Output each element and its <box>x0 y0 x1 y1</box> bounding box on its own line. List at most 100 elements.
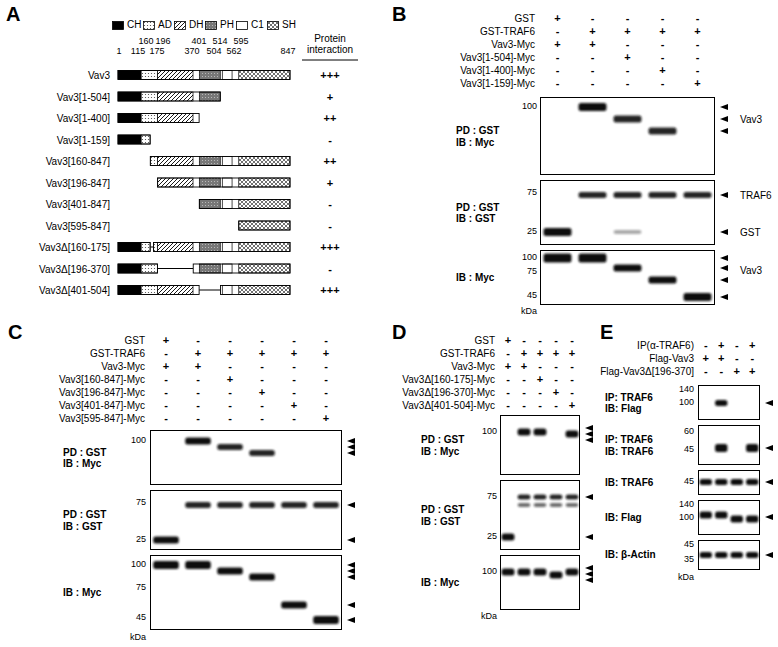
lane-sign: - <box>292 412 296 424</box>
domain-block <box>239 286 290 295</box>
interaction-score: + <box>327 90 333 102</box>
interaction-score: +++ <box>320 284 339 296</box>
band-arrowhead <box>347 568 355 574</box>
lane-sign: - <box>228 386 232 398</box>
band-arrowhead <box>720 265 728 271</box>
protein-band <box>700 512 712 519</box>
blot-panel: PD : GST IB : Myc <box>540 97 715 175</box>
lane-sign: + <box>259 386 265 398</box>
blot-background <box>150 430 342 485</box>
band-arrowhead <box>720 229 728 235</box>
lane-sign: - <box>164 373 168 385</box>
protein-outline <box>199 200 290 209</box>
blot-panel: IB: β-Actin <box>698 540 760 570</box>
protein-band <box>715 512 727 519</box>
protein-band <box>534 569 547 576</box>
illustration-layer <box>118 60 773 630</box>
row-name: Vav3[1-504]-Myc <box>460 52 535 63</box>
lane-sign: + <box>521 347 527 359</box>
residue-number: 595 <box>233 37 248 47</box>
construct-name: Vav3[401-847] <box>46 199 110 210</box>
lane-sign: - <box>591 51 595 63</box>
lane-sign: - <box>228 360 232 372</box>
mw-marker: 75 <box>527 267 537 277</box>
lane-sign: + <box>569 399 575 411</box>
blot-label: PD : GST IB : GST <box>421 504 471 527</box>
mw-marker: 100 <box>679 513 694 523</box>
residue-number: 1 <box>116 47 121 57</box>
band-arrowhead <box>347 450 355 456</box>
construct-name: Vav3[160-847] <box>46 156 110 167</box>
blot-label: IB : Myc <box>421 577 471 589</box>
protein-band <box>534 429 547 436</box>
deletion-line <box>157 268 193 269</box>
residue-number: 196 <box>155 37 170 47</box>
lane-sign: - <box>506 373 510 385</box>
interaction-score: - <box>328 262 332 274</box>
band-arrowhead <box>347 502 355 508</box>
band-arrowhead <box>765 445 773 451</box>
protein-outline <box>118 71 290 80</box>
interaction-score: ++ <box>324 112 337 124</box>
row-name: GST <box>474 335 495 346</box>
domain-block <box>150 157 157 166</box>
domain-block <box>118 92 141 101</box>
lane-sign: + <box>624 51 630 63</box>
legend-item: DH <box>174 20 203 30</box>
domain-block <box>199 71 220 80</box>
domain-block <box>222 200 232 209</box>
blot-panel: PD : GST IB : GST <box>540 180 715 245</box>
protein-band <box>579 254 607 263</box>
blot-background <box>540 97 715 175</box>
protein-band <box>746 444 758 452</box>
domain-block <box>239 264 290 273</box>
domain-block <box>118 71 141 80</box>
domain-block <box>222 243 232 252</box>
lane-sign: + <box>718 352 724 364</box>
mw-marker: 45 <box>684 477 694 487</box>
mw-marker: 100 <box>679 398 694 408</box>
protein-band <box>649 192 677 198</box>
blot-background <box>698 540 760 570</box>
construct-name: Vav3 <box>88 70 110 81</box>
protein-band <box>614 230 642 234</box>
lane-sign: - <box>260 373 264 385</box>
protein-band <box>249 502 275 508</box>
protein-band <box>649 128 677 135</box>
band-arrowhead <box>720 255 728 261</box>
residue-number: 160 <box>138 37 153 47</box>
domain-block <box>118 243 141 252</box>
row-name: Vav3[1-159]-Myc <box>460 78 535 89</box>
legend-swatch <box>267 21 279 30</box>
band-arrowhead <box>765 514 773 520</box>
blot-label: PD : GST IB : Myc <box>421 434 471 457</box>
protein-band <box>614 265 642 272</box>
band-arrowhead <box>347 562 355 568</box>
domain-block <box>158 243 193 252</box>
protein-band <box>249 450 275 456</box>
mw-marker: 75 <box>136 583 146 593</box>
interaction-score: ++ <box>324 155 337 167</box>
construct-name: Vav3[1-159] <box>57 134 110 145</box>
band-arrowhead <box>720 128 728 134</box>
band-arrowhead <box>720 294 728 300</box>
legend-item: CH <box>112 20 141 30</box>
blot-panel: IB: Flag <box>698 500 760 535</box>
lane-sign: + <box>553 347 559 359</box>
protein-bar <box>118 114 199 123</box>
row-name: Vav3[160-847]-Myc <box>59 374 145 385</box>
protein-band <box>249 574 275 581</box>
lane-sign: - <box>324 399 328 411</box>
blot-panel: PD : GST IB : GST <box>500 480 580 550</box>
lane-sign: - <box>522 399 526 411</box>
lane-sign: + <box>505 360 511 372</box>
blot-panel: PD : GST IB : GST <box>150 490 342 550</box>
domain-block <box>199 200 220 209</box>
residue-number: 370 <box>184 47 199 57</box>
panel-letter: D <box>392 321 406 343</box>
blot-panel: PD : GST IB : Myc <box>500 415 580 475</box>
row-name: Flag-Vav3 <box>649 353 694 364</box>
lane-sign: + <box>694 25 700 37</box>
construct-name: Vav3Δ[160-175] <box>39 242 110 253</box>
lane-sign: + <box>589 38 595 50</box>
